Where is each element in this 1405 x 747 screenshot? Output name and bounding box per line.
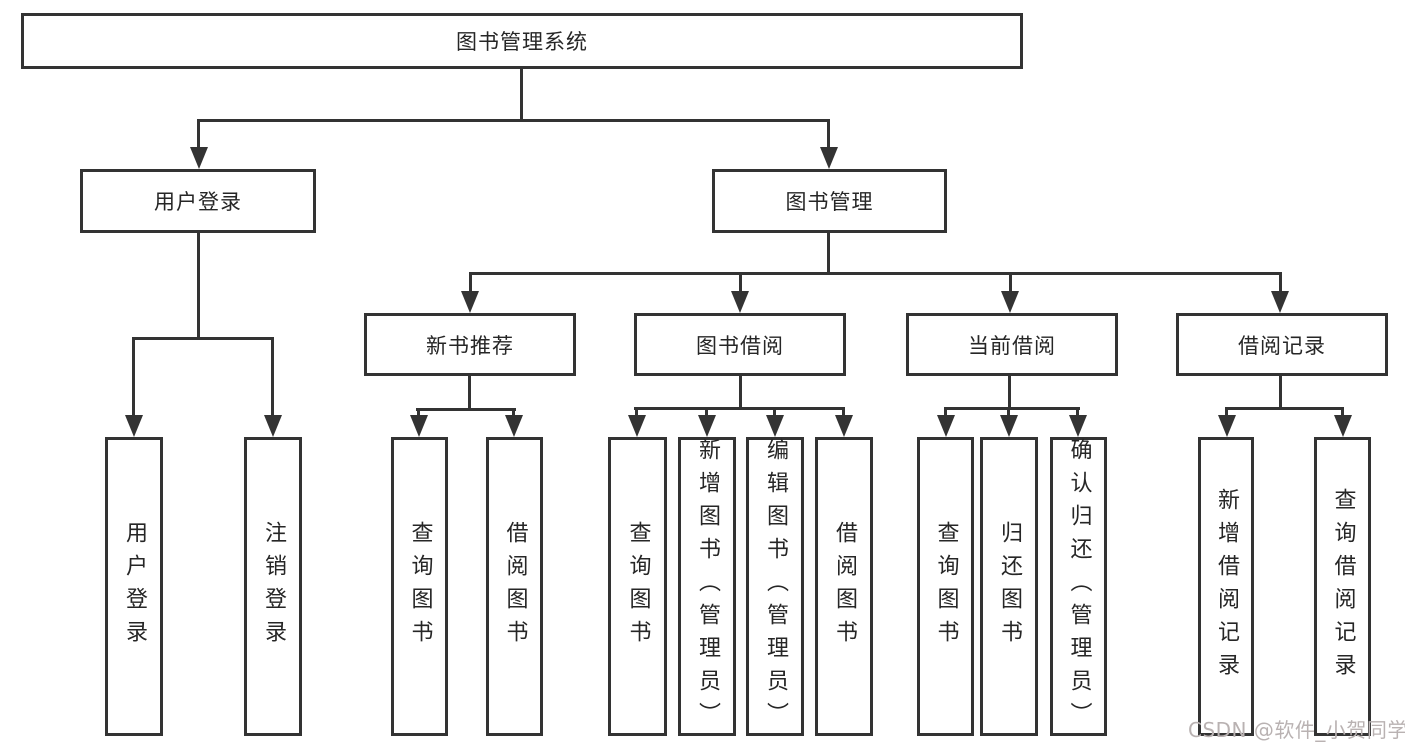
- leaf-borrowing-borrow-books: 借阅图书: [815, 437, 873, 736]
- node-current-borrowing: 当前借阅: [906, 313, 1118, 376]
- arrowhead-leaf-user-login: [125, 415, 143, 437]
- leaf-current-confirm-return-admin: 确认归还（管理员）: [1050, 437, 1107, 736]
- connector-to-current-borrow: [1009, 272, 1012, 292]
- connector-to-new-book: [469, 272, 472, 292]
- arrowhead-borrow-records: [1271, 291, 1289, 313]
- connector-to-cur-query: [944, 407, 947, 418]
- leaf-label: 编辑图书（管理员）: [763, 438, 788, 735]
- connector-to-recd-query: [1341, 407, 1344, 418]
- leaf-label: 确认归还（管理员）: [1066, 438, 1092, 735]
- leaf-label: 借阅图书: [832, 520, 857, 653]
- arrowhead-bor-borrow: [835, 415, 853, 437]
- arrowhead-bor-add: [698, 415, 716, 437]
- arrowhead-recd-query: [1334, 415, 1352, 437]
- arrowhead-recd-add: [1218, 415, 1236, 437]
- arrowhead-rec-query: [410, 415, 428, 437]
- connector-user-login-branch: [132, 337, 274, 340]
- connector-to-bor-add: [705, 407, 708, 418]
- arrowhead-rec-borrow: [505, 415, 523, 437]
- arrowhead-cur-confirm: [1069, 415, 1087, 437]
- node-label: 新书推荐: [426, 333, 514, 358]
- leaf-label: 注销登录: [261, 520, 286, 653]
- leaf-label: 新增图书（管理员）: [695, 438, 720, 735]
- leaf-borrowing-edit-books-admin: 编辑图书（管理员）: [746, 437, 804, 736]
- leaf-label: 归还图书: [997, 520, 1022, 653]
- connector-book-management-stem: [827, 231, 830, 275]
- arrowhead-cur-return: [1000, 415, 1018, 437]
- leaf-logout: 注销登录: [244, 437, 302, 736]
- connector-records-stem: [1279, 376, 1282, 410]
- arrowhead-user-login: [190, 147, 208, 169]
- node-label: 当前借阅: [968, 333, 1056, 358]
- connector-recommend-branch: [416, 408, 516, 411]
- leaf-current-return-books: 归还图书: [980, 437, 1038, 736]
- connector-to-user-login: [197, 119, 200, 149]
- node-book-borrowing: 图书借阅: [634, 313, 846, 376]
- connector-borrowing-stem: [739, 376, 742, 410]
- arrowhead-bor-query: [628, 415, 646, 437]
- arrowhead-book-management: [820, 147, 838, 169]
- arrowhead-bor-edit: [766, 415, 784, 437]
- leaf-user-login: 用户登录: [105, 437, 163, 736]
- connector-to-leaf-logout: [271, 337, 274, 417]
- connector-current-branch: [944, 407, 1080, 410]
- node-user-login: 用户登录: [80, 169, 316, 233]
- leaf-label: 查询图书: [933, 520, 959, 653]
- connector-records-branch: [1225, 407, 1344, 410]
- leaf-label: 查询图书: [625, 520, 651, 653]
- connector-to-cur-return: [1007, 407, 1010, 418]
- connector-to-bor-edit: [773, 407, 776, 418]
- connector-to-bor-query: [635, 407, 638, 418]
- node-label: 图书管理系统: [456, 30, 588, 54]
- arrowhead-leaf-logout: [264, 415, 282, 437]
- node-library-management-system: 图书管理系统: [21, 13, 1023, 69]
- arrowhead-new-book: [461, 291, 479, 313]
- connector-root-branch: [197, 119, 830, 122]
- leaf-records-add-record: 新增借阅记录: [1198, 437, 1254, 736]
- leaf-records-query-record: 查询借阅记录: [1314, 437, 1371, 736]
- node-label: 借阅记录: [1238, 333, 1326, 358]
- arrowhead-cur-query: [937, 415, 955, 437]
- leaf-recommend-query-books: 查询图书: [391, 437, 448, 736]
- leaf-label: 查询图书: [407, 520, 433, 653]
- connector-to-rec-borrow: [512, 408, 515, 418]
- connector-root-stem: [520, 67, 523, 122]
- node-borrowing-records: 借阅记录: [1176, 313, 1388, 376]
- connector-current-stem: [1008, 376, 1011, 410]
- node-book-management: 图书管理: [712, 169, 947, 233]
- arrowhead-current-borrow: [1001, 291, 1019, 313]
- connector-user-login-stem: [197, 233, 200, 340]
- connector-recommend-stem: [468, 376, 471, 411]
- leaf-borrowing-query-books: 查询图书: [608, 437, 667, 736]
- connector-to-leaf-user-login: [132, 337, 135, 417]
- connector-to-bor-borrow: [842, 407, 845, 418]
- node-label: 用户登录: [154, 190, 242, 214]
- connector-to-book-borrow: [739, 272, 742, 292]
- leaf-label: 用户登录: [122, 520, 147, 653]
- connector-book-management-branch: [469, 272, 1282, 275]
- leaf-label: 查询借阅记录: [1330, 487, 1356, 686]
- node-label: 图书借阅: [696, 333, 784, 358]
- leaf-label: 新增借阅记录: [1214, 487, 1239, 686]
- node-new-book-recommend: 新书推荐: [364, 313, 576, 376]
- connector-to-borrow-records: [1279, 272, 1282, 292]
- connector-to-cur-confirm: [1076, 407, 1079, 418]
- leaf-current-query-books: 查询图书: [917, 437, 974, 736]
- connector-to-book-management: [827, 119, 830, 149]
- leaf-label: 借阅图书: [502, 520, 528, 653]
- leaf-borrowing-add-books-admin: 新增图书（管理员）: [678, 437, 736, 736]
- arrowhead-book-borrow: [731, 291, 749, 313]
- leaf-recommend-borrow-books: 借阅图书: [486, 437, 543, 736]
- csdn-watermark: CSDN @软件_小贺同学: [1188, 718, 1405, 742]
- node-label: 图书管理: [785, 190, 874, 214]
- connector-borrowing-branch: [634, 407, 845, 410]
- connector-to-recd-add: [1225, 407, 1228, 418]
- connector-to-rec-query: [417, 408, 420, 418]
